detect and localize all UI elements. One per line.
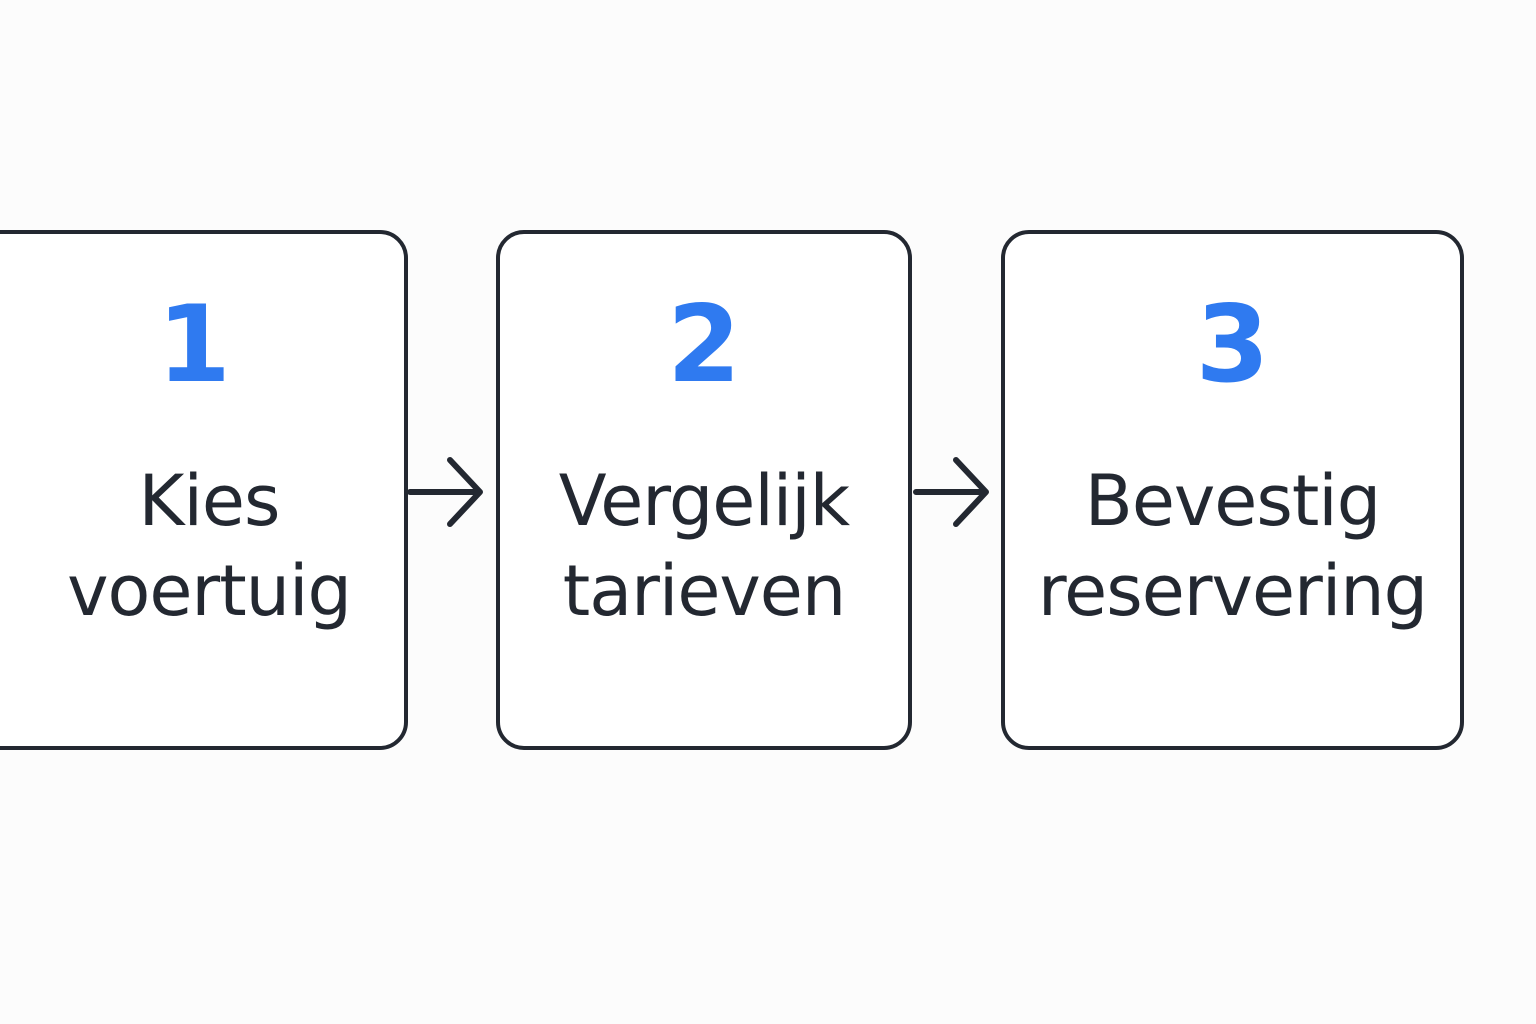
step-label-line: voertuig [67, 550, 352, 632]
step-label: Kies voertuig [4, 456, 444, 636]
step-label-line: Bevestig [1084, 460, 1381, 542]
arrow-right-icon [407, 457, 483, 527]
step-label-line: Vergelijk [558, 460, 850, 542]
step-card-3: 3 Bevestig reservering [1001, 230, 1464, 750]
step-label-line: tarieven [562, 550, 847, 632]
step-label-line: Kies [138, 460, 281, 542]
step-label: Vergelijk tarieven [500, 456, 908, 636]
step-card-2: 2 Vergelijk tarieven [496, 230, 912, 750]
step-card-1: 1 Kies voertuig [0, 230, 408, 750]
step-number: 3 [1195, 283, 1270, 406]
step-number: 1 [157, 283, 231, 406]
step-label-line: reservering [1037, 550, 1428, 632]
step-label: Bevestig reservering [1005, 456, 1460, 636]
arrow-right-icon [913, 457, 989, 527]
step-number: 2 [667, 283, 741, 406]
